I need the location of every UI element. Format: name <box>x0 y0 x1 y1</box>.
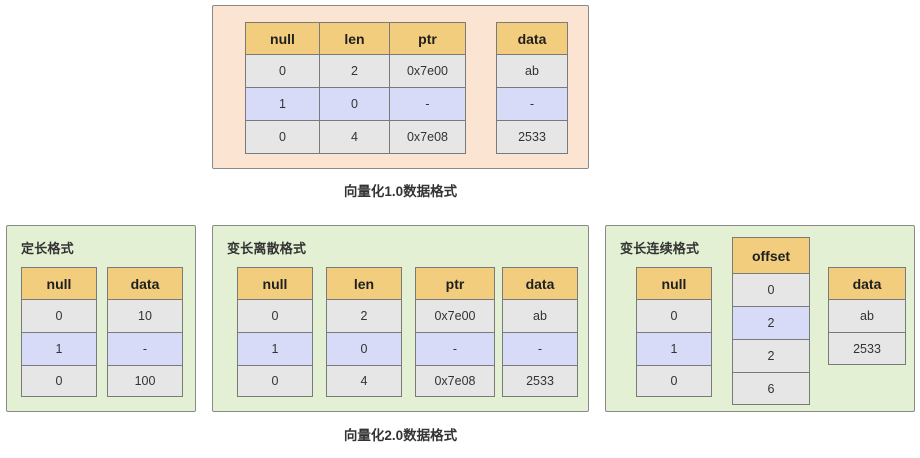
fixed-length-panel: 定长格式 null 0 1 0 data 10 - 100 <box>6 225 196 412</box>
column-header-null: null <box>238 268 312 300</box>
table-cell: 1 <box>246 88 319 121</box>
table-cell: ab <box>497 55 567 88</box>
fixed-length-label: 定长格式 <box>21 241 74 256</box>
table-cell: 0 <box>238 366 312 396</box>
table-cell: 0x7e00 <box>390 55 465 88</box>
table-cell: 4 <box>327 366 401 396</box>
column-header-data: data <box>108 268 182 300</box>
discrete-null-table: null 0 1 0 <box>237 267 313 397</box>
table-cell: 2 <box>733 307 809 340</box>
column-len: len 2 0 4 <box>320 23 390 153</box>
table-cell: 2533 <box>497 121 567 153</box>
contiguous-data-table: data ab 2533 <box>828 267 906 365</box>
table-cell: ab <box>829 300 905 333</box>
discrete-ptr-table: ptr 0x7e00 - 0x7e08 <box>415 267 495 397</box>
column-header-null: null <box>22 268 96 300</box>
v1-data-table: data ab - 2533 <box>496 22 568 154</box>
table-cell: 2533 <box>503 366 577 396</box>
column-header-data: data <box>503 268 577 300</box>
column-header-data: data <box>497 23 567 55</box>
table-cell: 0 <box>733 274 809 307</box>
table-cell: - <box>416 333 494 366</box>
discrete-data-table: data ab - 2533 <box>502 267 578 397</box>
variable-contiguous-label: 变长连续格式 <box>620 241 700 256</box>
table-cell: 4 <box>320 121 389 153</box>
table-cell: 0 <box>238 300 312 333</box>
vectorized-1-0-panel: null 0 1 0 len 2 0 4 ptr 0x7e00 - 0x7e08… <box>212 5 589 169</box>
table-cell: 0 <box>22 366 96 396</box>
column-header-offset: offset <box>733 238 809 274</box>
column-header-null: null <box>637 268 711 300</box>
fixed-null-table: null 0 1 0 <box>21 267 97 397</box>
table-cell: - <box>503 333 577 366</box>
table-cell: 0 <box>320 88 389 121</box>
contiguous-offset-table: offset 0 2 2 6 <box>732 237 810 405</box>
caption-vectorized-1-0: 向量化1.0数据格式 <box>343 184 458 199</box>
column-header-data: data <box>829 268 905 300</box>
table-cell: 0 <box>637 300 711 333</box>
table-cell: 0 <box>637 366 711 396</box>
table-cell: 2 <box>327 300 401 333</box>
variable-contiguous-panel: 变长连续格式 null 0 1 0 offset 0 2 2 6 data ab… <box>605 225 915 412</box>
column-header-null: null <box>246 23 319 55</box>
v1-null-len-ptr-table: null 0 1 0 len 2 0 4 ptr 0x7e00 - 0x7e08 <box>245 22 466 154</box>
column-header-ptr: ptr <box>390 23 465 55</box>
caption-vectorized-2-0: 向量化2.0数据格式 <box>343 428 458 443</box>
table-cell: ab <box>503 300 577 333</box>
table-cell: 0 <box>22 300 96 333</box>
discrete-len-table: len 2 0 4 <box>326 267 402 397</box>
table-cell: - <box>497 88 567 121</box>
table-cell: 100 <box>108 366 182 396</box>
variable-discrete-panel: 变长离散格式 null 0 1 0 len 2 0 4 ptr 0x7e00 -… <box>212 225 589 412</box>
table-cell: - <box>390 88 465 121</box>
table-cell: 0x7e08 <box>416 366 494 396</box>
table-cell: 6 <box>733 373 809 404</box>
table-cell: 0x7e00 <box>416 300 494 333</box>
table-cell: - <box>108 333 182 366</box>
table-cell: 2 <box>320 55 389 88</box>
table-cell: 0 <box>246 55 319 88</box>
table-cell: 0x7e08 <box>390 121 465 153</box>
table-cell: 1 <box>22 333 96 366</box>
table-cell: 10 <box>108 300 182 333</box>
column-ptr: ptr 0x7e00 - 0x7e08 <box>390 23 465 153</box>
table-cell: 2533 <box>829 333 905 364</box>
table-cell: 0 <box>327 333 401 366</box>
column-header-ptr: ptr <box>416 268 494 300</box>
column-header-len: len <box>320 23 389 55</box>
table-cell: 2 <box>733 340 809 373</box>
fixed-data-table: data 10 - 100 <box>107 267 183 397</box>
contiguous-null-table: null 0 1 0 <box>636 267 712 397</box>
table-cell: 1 <box>238 333 312 366</box>
table-cell: 1 <box>637 333 711 366</box>
table-cell: 0 <box>246 121 319 153</box>
variable-discrete-label: 变长离散格式 <box>227 241 307 256</box>
column-null: null 0 1 0 <box>246 23 320 153</box>
column-header-len: len <box>327 268 401 300</box>
